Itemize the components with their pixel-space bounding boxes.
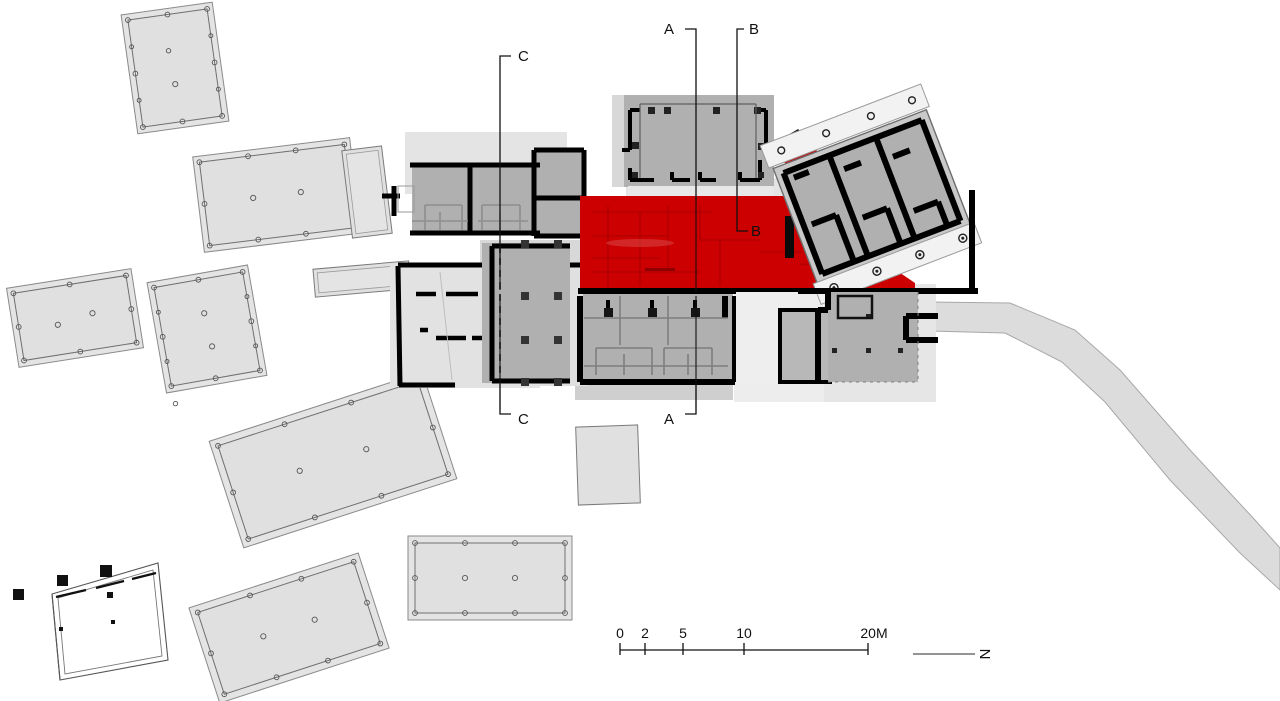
- excavation-plot: [312, 260, 412, 298]
- upper-north-block: [612, 95, 774, 200]
- scale-bar: 0 2 5 10 20M: [616, 625, 888, 655]
- section-label-c-top: C: [518, 48, 529, 65]
- scale-tick-2: 2: [641, 625, 649, 641]
- section-label-a-top: A: [664, 21, 674, 38]
- excavation-plot: [208, 371, 458, 549]
- section-marker-a-bottom: A: [664, 384, 697, 428]
- access-path: [929, 301, 1280, 591]
- column-hall: [482, 240, 570, 386]
- south-block: [577, 288, 978, 385]
- courtyard-wall-stub: [785, 216, 794, 258]
- rotated-east-block: [759, 83, 983, 306]
- scale-tick-10: 10: [736, 625, 752, 641]
- section-marker-b-middle: B: [736, 200, 761, 240]
- excavation-plot: [146, 264, 268, 407]
- archaeological-ruin: [13, 562, 169, 681]
- scale-tick-20m: 20M: [860, 625, 887, 641]
- section-label-a-bottom: A: [664, 411, 674, 428]
- excavation-plot: [575, 424, 641, 506]
- excavation-plot-group: [5, 1, 641, 701]
- excavation-plot: [5, 268, 145, 368]
- excavation-plot: [188, 552, 390, 701]
- section-marker-c-top: C: [499, 48, 529, 264]
- excavation-plot: [120, 1, 230, 135]
- west-room-block: [382, 147, 587, 239]
- excavation-plot: [192, 137, 362, 253]
- scale-tick-5: 5: [679, 625, 687, 641]
- east-block: [815, 190, 975, 383]
- section-label-b-top: B: [749, 21, 759, 38]
- excavation-plot: [407, 535, 573, 621]
- section-label-c-bottom: C: [518, 411, 529, 428]
- section-label-b-middle: B: [751, 223, 761, 240]
- section-marker-a-top: A: [664, 21, 697, 200]
- section-marker-group: A B C A C B: [499, 21, 761, 428]
- scale-tick-0: 0: [616, 625, 624, 641]
- section-marker-c-bottom: C: [499, 384, 529, 428]
- colonnade: [759, 83, 983, 306]
- section-marker-b-top: B: [736, 21, 759, 200]
- north-arrow: N: [913, 649, 993, 660]
- hall-column-group: [521, 240, 562, 386]
- north-arrow-label: N: [976, 649, 993, 660]
- excavation-plot: [341, 145, 393, 239]
- ruin-pier-group: [13, 565, 115, 631]
